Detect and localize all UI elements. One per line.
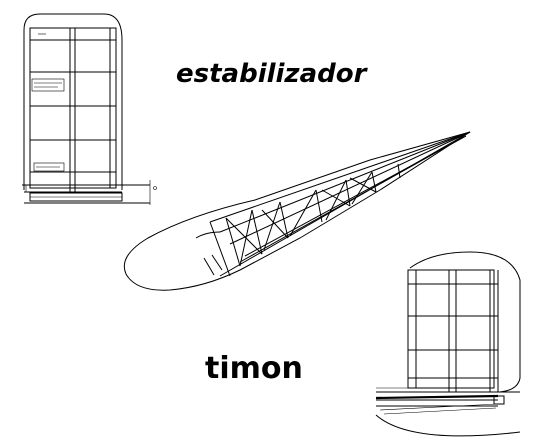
rudder-label: timon	[205, 351, 303, 386]
rudder-plan-view	[375, 251, 521, 437]
stabilizer-perspective-view	[123, 131, 471, 291]
stabilizer-plan-view	[22, 13, 157, 205]
stabilizer-label: estabilizador	[176, 59, 369, 89]
